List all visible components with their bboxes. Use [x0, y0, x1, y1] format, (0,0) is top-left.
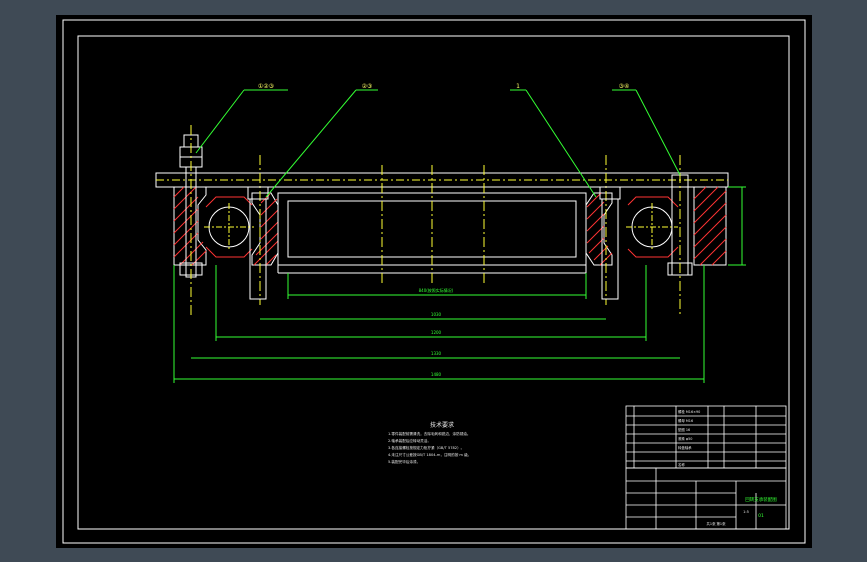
- parts-header-name: 名称: [678, 462, 685, 467]
- parts-list-text: 螺栓 M16×90 螺母 M16 垫圈 16 滚珠 φ50 转盘轴承 名称: [678, 409, 700, 467]
- left-inner-bolt-shank: [249, 198, 267, 300]
- tech-line-5: 5.装配完毕后涂漆。: [388, 459, 420, 464]
- left-outer-hatch: [173, 186, 207, 266]
- drawing-canvas[interactable]: 840(按照实际情况) 1030 1200 1330 1480 ①②③ ②③ 1…: [56, 15, 812, 548]
- left-raceway-bot: [205, 246, 253, 258]
- tech-line-1: 1.零件装配前需清洗，去除毛刺和锐边，涂防锈油。: [388, 431, 471, 436]
- tech-line-3: 3.各连接螺栓按规定力矩拧紧（GB/T 5782）。: [388, 445, 464, 450]
- parts-row-2: 螺母 M16: [678, 418, 693, 423]
- left-raceway-top: [205, 196, 253, 208]
- tech-title: 技术要求: [430, 421, 454, 429]
- frame-centerlines: [259, 155, 607, 305]
- title-drawing-no: 01: [758, 513, 764, 519]
- title-block: [625, 467, 787, 530]
- dimension-lines: [173, 265, 705, 383]
- callout-3: 1: [516, 83, 520, 90]
- right-raceway-top: [627, 196, 679, 208]
- leader-lines: [195, 89, 681, 198]
- right-outer-ring: [693, 186, 727, 266]
- right-inner-hatch: [586, 192, 613, 266]
- dim-1480: 1480: [431, 372, 442, 377]
- dim-1030: 1030: [431, 312, 442, 317]
- parts-list: [625, 405, 787, 469]
- parts-row-5: 转盘轴承: [678, 445, 692, 450]
- title-scale: 1:5: [743, 510, 749, 514]
- dim-1330: 1330: [431, 351, 442, 356]
- right-height-dim: [728, 186, 746, 266]
- callout-2: ②③: [362, 83, 373, 90]
- title-sheet: 共1张 第1张: [707, 521, 727, 526]
- tech-requirements: 技术要求 1.零件装配前需清洗，去除毛刺和锐边，涂防锈油。 2.轴承装配后应转动…: [388, 421, 471, 464]
- right-inner-bolt-shank: [601, 198, 619, 300]
- dim-1200: 1200: [431, 330, 442, 335]
- dim-840: 840(按照实际情况): [419, 287, 454, 293]
- left-inner-hatch: [253, 193, 279, 266]
- parts-row-1: 螺栓 M16×90: [678, 409, 700, 414]
- tech-line-2: 2.轴承装配后应转动灵活。: [388, 438, 431, 443]
- right-outer-hatch: [693, 186, 727, 266]
- left-outer-ring: [173, 186, 207, 266]
- assembly-drawing: 840(按照实际情况) 1030 1200 1330 1480 ①②③ ②③ 1…: [62, 19, 806, 544]
- drawing-frame: [77, 35, 790, 530]
- tech-line-4: 4.未注尺寸公差按GB/T 1804-m，注明的按 m 级。: [388, 452, 471, 457]
- callout-4: ③④: [619, 83, 630, 90]
- assembly-section: [155, 89, 746, 383]
- right-raceway-bot: [627, 246, 679, 258]
- parts-row-3: 垫圈 16: [678, 427, 690, 432]
- callout-1: ①②③: [258, 83, 274, 90]
- title-drawing-name: 回转支承装配图: [745, 496, 777, 503]
- parts-row-4: 滚珠 φ50: [678, 436, 692, 441]
- sheet-border: [62, 19, 806, 544]
